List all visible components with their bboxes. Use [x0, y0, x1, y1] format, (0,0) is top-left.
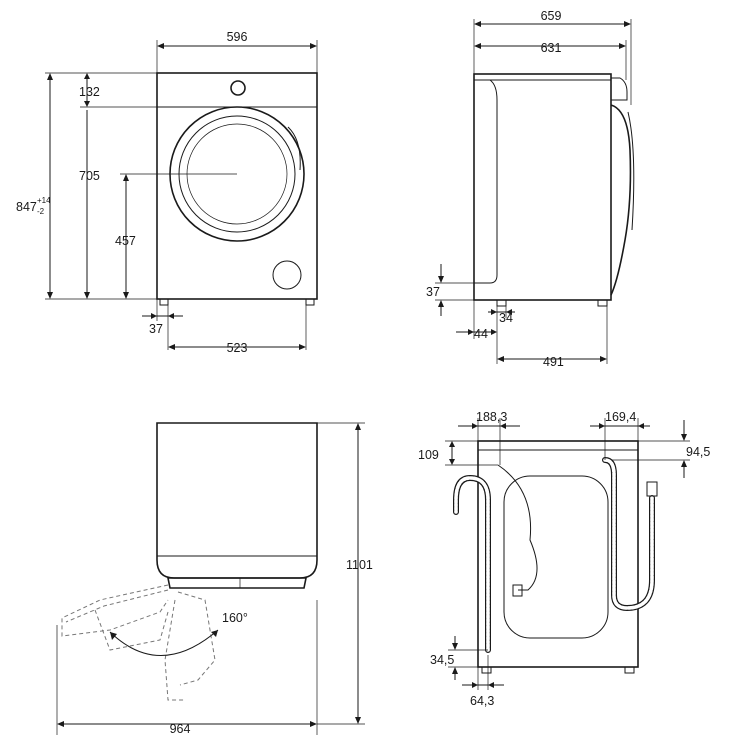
back-view: 188,3 169,4 109 94,5 34,5	[418, 410, 710, 708]
back-foot-left	[481, 666, 492, 674]
front-foot-span-label: 523	[227, 341, 248, 355]
side-foot-height-label: 37	[426, 285, 440, 299]
front-view: 596 847 +14 -2 132 705 457 37	[16, 30, 318, 355]
side-back-recess	[474, 79, 498, 284]
back-cabinet	[477, 440, 639, 668]
front-knob	[230, 80, 246, 96]
front-top-panel-label: 132	[79, 85, 100, 99]
back-panel	[503, 475, 609, 639]
side-top-knob	[611, 77, 628, 101]
inlet-hose	[602, 457, 655, 612]
front-filter-cap	[272, 260, 302, 290]
front-door-center-label: 457	[115, 234, 136, 248]
top-door-depth-label: 964	[170, 722, 191, 736]
side-foot-width-label: 34	[499, 311, 513, 325]
power-plug	[512, 584, 523, 597]
front-cabinet	[156, 72, 318, 300]
front-door-hinge	[287, 126, 301, 171]
back-foot-right	[624, 666, 635, 674]
side-door	[610, 104, 632, 296]
back-bottom-x-label: 64,3	[470, 694, 494, 708]
back-inlet-right-label: 169,4	[605, 410, 636, 424]
front-height-label: 847	[16, 200, 37, 214]
top-door-arc	[109, 629, 219, 656]
side-foot-span-label: 491	[543, 355, 564, 369]
side-foot-front	[597, 299, 608, 307]
front-height-tol-plus: +14	[37, 196, 51, 205]
front-foot-right	[305, 298, 315, 306]
back-bottom-y-label: 34,5	[430, 653, 454, 667]
side-view: 659 631 37 34 44 491	[426, 9, 635, 369]
front-foot-left	[159, 298, 169, 306]
top-cabinet	[156, 422, 318, 579]
top-total-height-label: 1101	[346, 558, 373, 572]
drain-hose	[453, 474, 491, 653]
top-view: 160° 1101 964	[56, 422, 373, 736]
side-foot-offset-label: 44	[474, 327, 488, 341]
side-door-glass	[627, 111, 635, 231]
front-door-top-label: 705	[79, 169, 100, 183]
side-depth-body-label: 631	[541, 41, 562, 55]
front-foot-offset-label: 37	[149, 322, 163, 336]
side-depth-total-label: 659	[541, 9, 562, 23]
top-door-angle-label: 160°	[222, 611, 248, 625]
front-width-label: 596	[227, 30, 248, 44]
side-cabinet	[473, 73, 612, 301]
top-door-open-2	[177, 591, 216, 686]
back-top-left-label: 109	[418, 448, 439, 462]
top-door-open-1	[61, 584, 169, 637]
top-door-closed	[167, 577, 307, 589]
back-top-right-label: 94,5	[686, 445, 710, 459]
front-height-tol-minus: -2	[37, 207, 45, 216]
inlet-connector	[646, 481, 658, 497]
power-cable	[497, 464, 538, 591]
side-foot-back	[496, 299, 507, 307]
back-inlet-left-label: 188,3	[476, 410, 507, 424]
